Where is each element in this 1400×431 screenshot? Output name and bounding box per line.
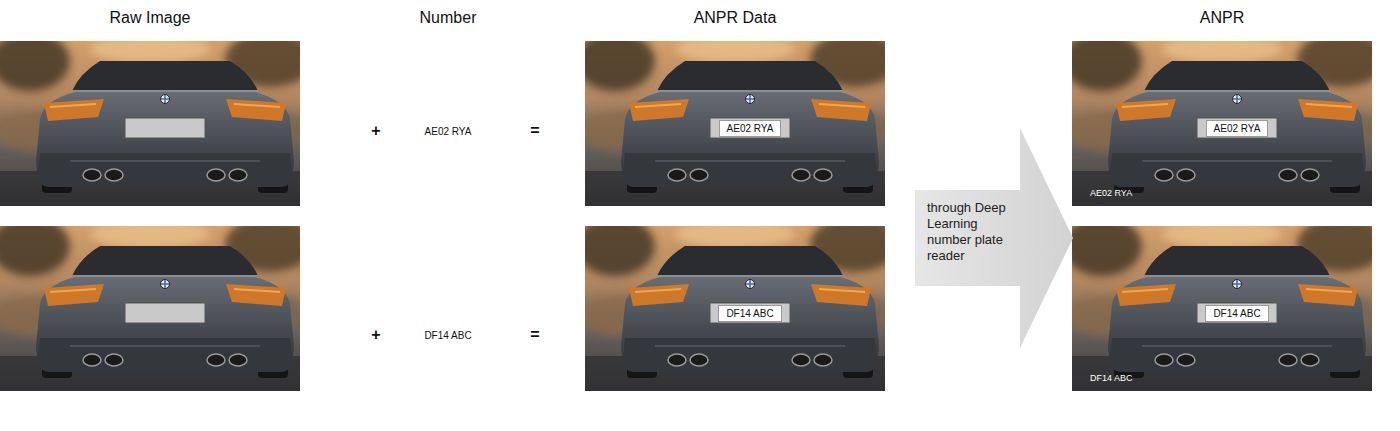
number-plate: DF14 ABC (1205, 305, 1268, 322)
column-header: Number (420, 9, 477, 27)
car-photo (1062, 216, 1387, 391)
arrow-caption: through Deep Learning number plate reade… (927, 200, 1023, 264)
number-text: AE02 RYA (425, 126, 472, 137)
plate-text: AE02 RYA (727, 123, 774, 134)
column-header: ANPR Data (694, 9, 777, 27)
equals-sign: = (530, 326, 539, 344)
number-plate: AE02 RYA (1206, 120, 1269, 137)
overlay-text: AE02 RYA (1090, 188, 1132, 198)
plus-sign: + (371, 326, 380, 344)
number-plate: AE02 RYA (719, 120, 782, 137)
car-photo (575, 31, 900, 206)
process-arrow: through Deep Learning number plate reade… (915, 128, 1073, 348)
plate-text: AE02 RYA (1214, 123, 1261, 134)
car-photo (1062, 31, 1387, 206)
car-photo (0, 216, 315, 391)
car-photo (0, 31, 315, 206)
plate-text: DF14 ABC (726, 308, 773, 319)
plus-sign: + (371, 122, 380, 140)
column-header: ANPR (1200, 9, 1244, 27)
car-photo (575, 216, 900, 391)
number-plate: DF14 ABC (718, 305, 781, 322)
plate-text: DF14 ABC (1213, 308, 1260, 319)
number-text: DF14 ABC (424, 330, 471, 341)
equals-sign: = (530, 122, 539, 140)
overlay-text: DF14 ABC (1090, 373, 1133, 383)
column-header: Raw Image (110, 9, 191, 27)
